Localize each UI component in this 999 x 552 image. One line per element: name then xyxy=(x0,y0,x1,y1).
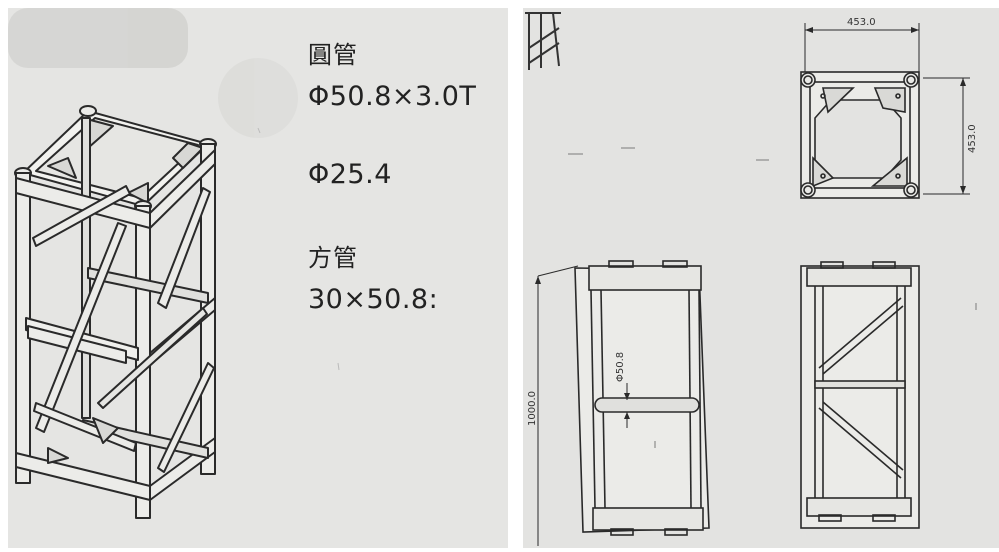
adjacent-truss-fragment xyxy=(525,12,561,70)
top-width-dimension: 453.0 xyxy=(847,17,876,28)
isometric-truss-drawing xyxy=(8,8,340,519)
photo-marks xyxy=(257,127,340,371)
isometric-truss-photo: 圓管 Φ50.8×3.0T Φ25.4 方管 30×50.8: xyxy=(8,8,508,548)
truss-segment-isometric xyxy=(14,105,217,519)
orthographic-drawing-photo: 453.0 453.0 1000.0 Φ50.8 xyxy=(523,8,999,548)
side-view xyxy=(800,261,920,529)
front-view xyxy=(535,260,710,546)
tube-diameter-dimension: Φ50.8 xyxy=(615,352,626,382)
square-tube-label: 方管 xyxy=(308,244,358,272)
orthographic-drawing: 453.0 453.0 1000.0 Φ50.8 xyxy=(525,12,978,546)
background-watermark xyxy=(8,8,298,154)
brace-tube-spec: Φ25.4 xyxy=(308,159,392,190)
square-tube-spec: 30×50.8: xyxy=(308,284,439,315)
paper-marks xyxy=(568,147,977,448)
top-depth-dimension: 453.0 xyxy=(967,124,978,153)
round-tube-label: 圓管 xyxy=(308,41,358,69)
height-dimension: 1000.0 xyxy=(527,391,538,426)
round-tube-spec: Φ50.8×3.0T xyxy=(308,81,477,112)
top-view xyxy=(800,23,970,199)
